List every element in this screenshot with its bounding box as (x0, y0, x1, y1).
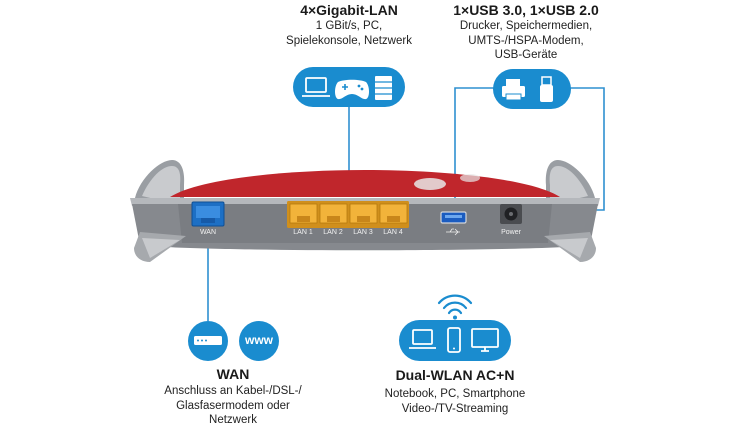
wlan-title: Dual-WLAN AC+N (395, 367, 515, 383)
usb-stick-icon (540, 76, 553, 102)
lan-description-line: Spielekonsole, Netzwerk (286, 34, 412, 47)
server-icon (375, 76, 392, 100)
lan-description: 1 GBit/s, PC, Spielekonsole, Netzwerk (249, 19, 449, 48)
wlan-description-line: Notebook, PC, Smartphone (384, 388, 526, 400)
modem-icon (194, 336, 222, 345)
wan-description: Anschluss an Kabel-/DSL-/ Glasfasermodem… (133, 384, 333, 428)
wlan-icons (399, 294, 511, 361)
usb-description: Drucker, Speichermedien, UMTS-/HSPA-Mode… (426, 19, 626, 63)
wlan-description: Notebook, PC, Smartphone Video-/TV-Strea… (355, 387, 555, 416)
wifi-icon (437, 294, 473, 315)
wan-description-line: Anschluss an Kabel-/DSL-/ (164, 385, 302, 397)
router-illustration (130, 160, 600, 262)
usb-connector-line (454, 87, 500, 210)
router-red-top (170, 170, 560, 197)
usb-description-line: UMTS-/HSPA-Modem, (468, 34, 584, 47)
laptop-icon (409, 329, 436, 349)
gamepad-icon (335, 79, 369, 100)
port-label-lan2: LAN 2 (323, 229, 343, 236)
port-label-lan4: LAN 4 (383, 229, 403, 236)
port-label-power: Power (501, 229, 521, 236)
wan-description-line: Glasfasermodem oder (176, 399, 290, 412)
port-label-lan3: LAN 3 (353, 229, 373, 236)
wan-icons (188, 321, 279, 361)
usb-description-line: Drucker, Speichermedien, (459, 20, 593, 32)
smartphone-icon (447, 327, 461, 353)
wan-description-line: Netzwerk (209, 414, 257, 426)
www-label: www (244, 333, 273, 347)
lan-title: 4×Gigabit-LAN (300, 2, 398, 18)
printer-icon (502, 79, 525, 101)
usb-title: 1×USB 3.0, 1×USB 2.0 (453, 2, 599, 18)
wan-title: WAN (216, 366, 250, 382)
monitor-icon (471, 328, 499, 352)
wlan-description-line: Video-/TV-Streaming (401, 402, 509, 415)
lan-ports (287, 201, 409, 228)
usb-icons-bubble (493, 69, 571, 109)
usb-description-line: USB-Geräte (494, 49, 558, 61)
port-label-wan: WAN (199, 229, 217, 236)
lan-icons-bubble (293, 67, 405, 107)
lan-description-line: 1 GBit/s, PC, (315, 20, 383, 32)
laptop-icon (302, 77, 330, 97)
port-label-lan1: LAN 1 (293, 229, 313, 236)
www-icon (239, 321, 279, 361)
usb-symbol-icon (446, 228, 460, 236)
